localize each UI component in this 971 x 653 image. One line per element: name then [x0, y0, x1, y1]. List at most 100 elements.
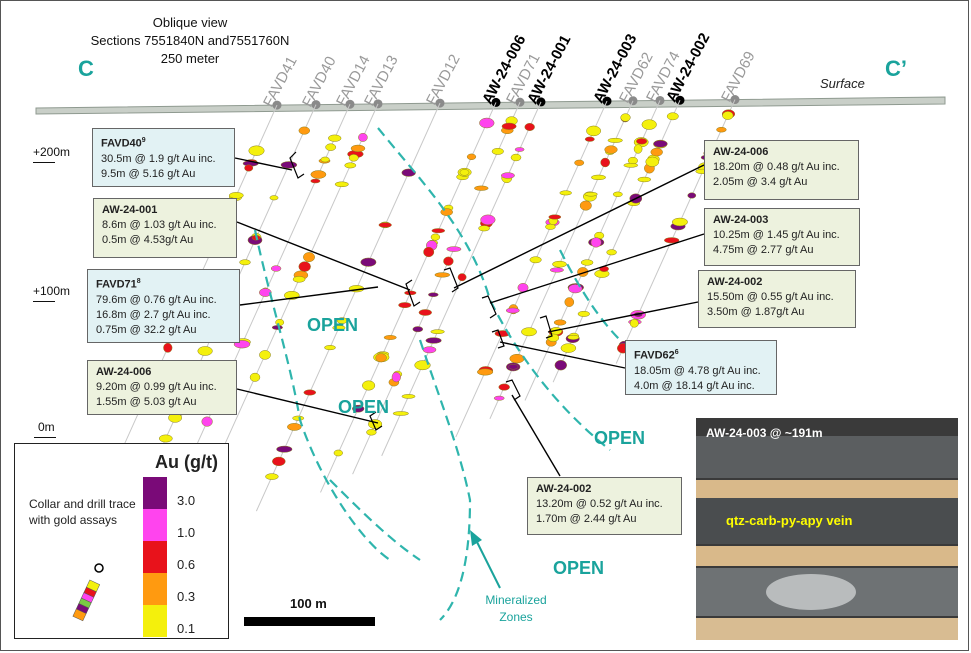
- mineralized-zone-outline: [559, 249, 621, 341]
- assay-interval: [201, 416, 213, 427]
- legend-value: 3.0: [177, 493, 196, 508]
- assay-interval: [271, 325, 283, 330]
- callout-aw-24-006-upper: AW-24-006 18.20m @ 0.48 g/t Au inc.2.05m…: [704, 140, 859, 200]
- assay-interval: [276, 445, 293, 453]
- assay-interval: [500, 172, 515, 179]
- elevation-100: +100m: [33, 284, 70, 302]
- assay-interval: [716, 126, 727, 133]
- assay-interval: [446, 246, 462, 252]
- assay-interval: [375, 353, 387, 363]
- drill-trace: [455, 100, 608, 438]
- assay-interval: [414, 360, 431, 371]
- assay-interval: [332, 325, 346, 331]
- legend-value: 1.0: [177, 525, 196, 540]
- assay-interval: [590, 237, 602, 248]
- assay-interval: [270, 265, 282, 272]
- assay-interval: [637, 176, 652, 183]
- assay-interval: [564, 297, 575, 307]
- assay-interval: [480, 214, 496, 226]
- assay-interval: [554, 360, 567, 371]
- assay-interval: [431, 228, 446, 234]
- assay-interval: [362, 380, 376, 391]
- assay-interval: [479, 117, 495, 129]
- assay-interval: [466, 153, 477, 160]
- mineralized-zone-outline: [418, 339, 472, 621]
- assay-interval: [310, 170, 327, 179]
- assay-interval: [248, 145, 265, 156]
- title-line-view: Oblique view: [152, 15, 228, 30]
- assay-interval: [559, 190, 572, 196]
- assay-interval: [244, 164, 254, 172]
- assay-interval: [606, 249, 617, 256]
- core-photo: AW-24-003 @ ~191m qtz-carb-py-apy vein: [696, 418, 958, 640]
- callout-aw-24-001: AW-24-001 8.6m @ 1.03 g/t Au inc.0.5m @ …: [93, 198, 237, 258]
- assay-interval: [383, 335, 397, 340]
- assay-interval: [457, 273, 467, 282]
- drill-traces: [60, 95, 740, 586]
- assay-interval: [430, 233, 441, 241]
- section-label-right: C’: [885, 56, 907, 81]
- assay-interval: [574, 159, 585, 166]
- callout-favd71: FAVD718 79.6m @ 0.76 g/t Au inc.16.8m @ …: [87, 269, 240, 343]
- mineralized-zones-arrow: [475, 539, 501, 589]
- intercept-brackets: [289, 151, 553, 431]
- assay-interval: [265, 473, 279, 480]
- assay-interval: [584, 191, 598, 197]
- assay-interval: [378, 222, 392, 228]
- assay-interval: [344, 162, 357, 169]
- assay-interval: [459, 169, 470, 176]
- core-photo-label: AW-24-003 @ ~191m: [706, 426, 823, 440]
- assay-interval: [636, 138, 648, 145]
- assay-interval: [272, 456, 286, 467]
- assay-interval: [671, 217, 688, 227]
- assay-interval: [474, 185, 489, 191]
- open-label: OPEN: [338, 397, 390, 417]
- assay-interval: [360, 257, 377, 267]
- assay-interval: [440, 208, 453, 216]
- assay-interval: [514, 147, 525, 152]
- assay-interval: [641, 119, 657, 130]
- assay-interval: [401, 168, 416, 177]
- title-line-width: 250 meter: [160, 51, 220, 66]
- legend-swatch: [143, 509, 167, 541]
- assay-interval: [280, 161, 298, 169]
- callout-favd40: FAVD409 30.5m @ 1.9 g/t Au inc.9.5m @ 5.…: [92, 128, 235, 187]
- legend: Au (g/t) Collar and drill trace with gol…: [14, 443, 229, 639]
- assay-interval: [249, 372, 261, 382]
- assay-interval: [352, 404, 365, 413]
- assay-interval: [478, 225, 490, 232]
- assay-interval: [577, 310, 590, 317]
- callout-leader-lines: [234, 157, 818, 590]
- assay-interval: [259, 350, 271, 360]
- assay-interval: [722, 111, 734, 120]
- assay-interval: [333, 449, 343, 457]
- drill-trace-symbol-icon: [72, 563, 104, 622]
- assay-interval: [687, 192, 697, 199]
- assay-interval: [303, 252, 315, 263]
- open-label: OPEN: [553, 558, 605, 578]
- assay-interval: [623, 162, 639, 168]
- assay-interval: [498, 383, 510, 391]
- assay-interval: [197, 346, 213, 356]
- callout-aw-24-002-lower: AW-24-002 13.20m @ 0.52 g/t Au inc.1.70m…: [527, 477, 682, 535]
- assay-interval: [612, 191, 623, 197]
- legend-swatch: [143, 573, 167, 605]
- assay-interval: [325, 143, 337, 151]
- assay-interval: [560, 343, 577, 353]
- assay-interval: [501, 122, 517, 130]
- assay-interval: [620, 113, 631, 122]
- assay-interval: [401, 394, 416, 399]
- open-label: OPEN: [594, 428, 646, 448]
- core-photo-image: [696, 418, 958, 640]
- assay-interval: [423, 246, 435, 258]
- mineralized-zone-outline: [377, 127, 611, 451]
- assay-interval: [521, 327, 537, 337]
- assay-interval: [529, 256, 542, 264]
- assay-interval: [509, 353, 525, 364]
- figure-title: Oblique view Sections 7551840N and755176…: [70, 14, 310, 68]
- assay-interval: [505, 307, 520, 314]
- assay-interval: [298, 261, 311, 272]
- assay-interval: [591, 174, 606, 181]
- assay-interval: [650, 147, 663, 157]
